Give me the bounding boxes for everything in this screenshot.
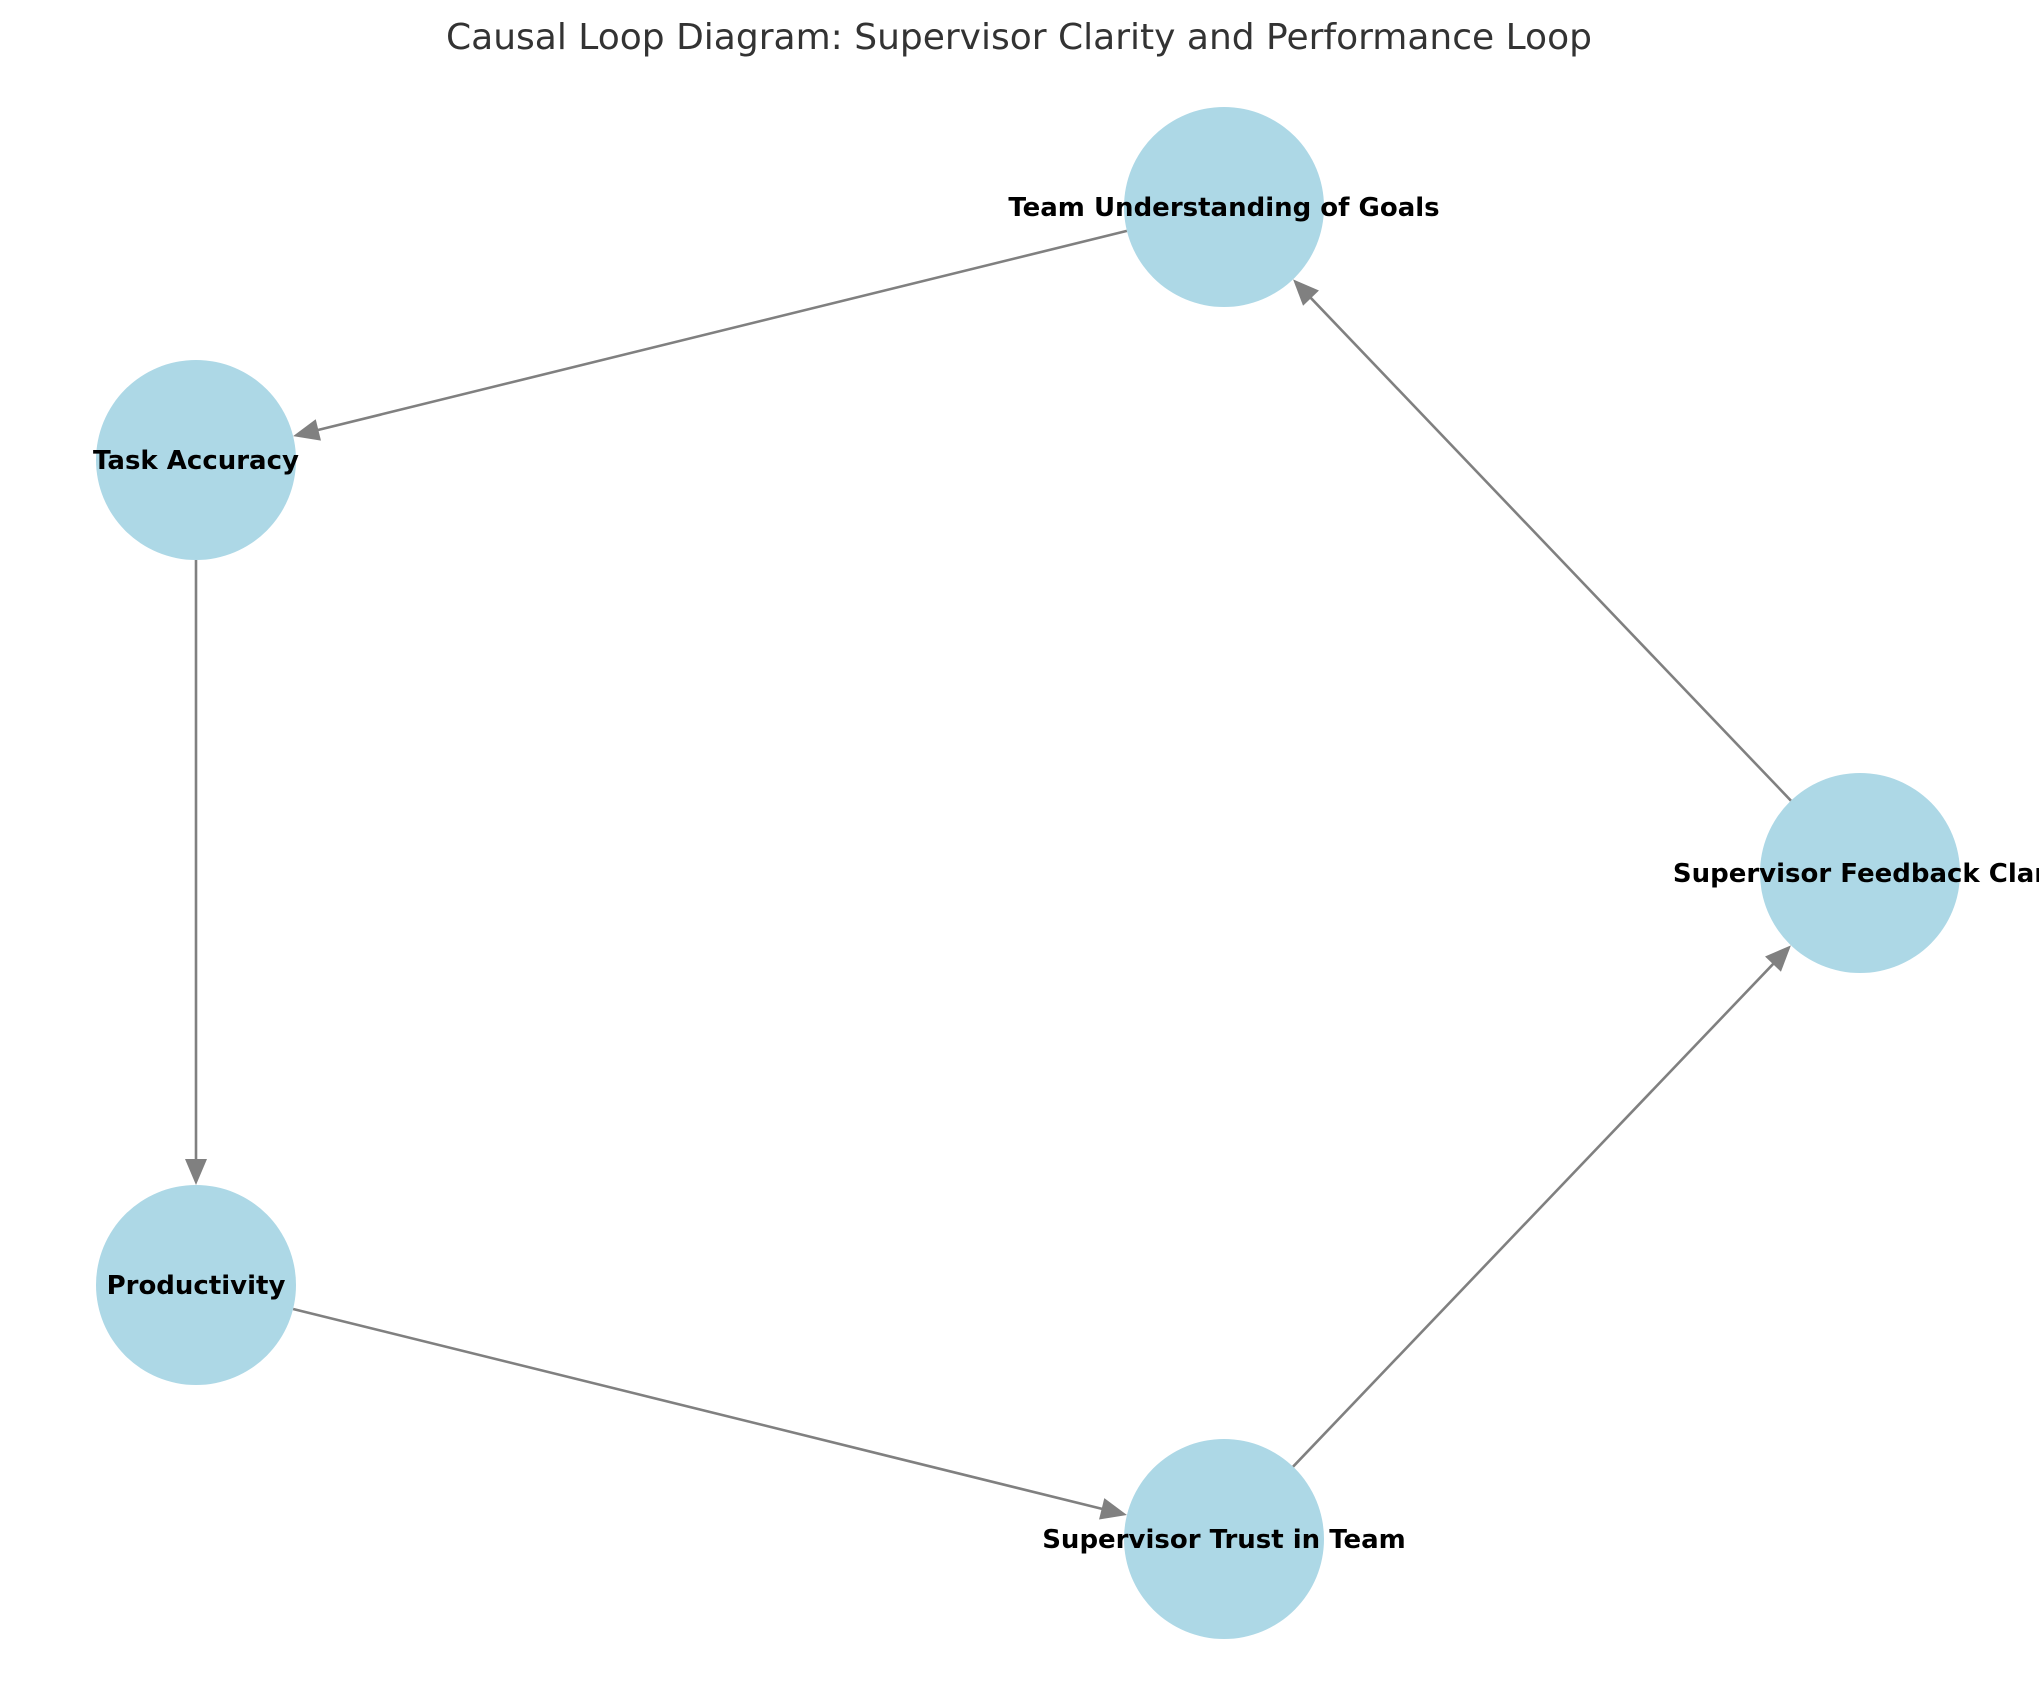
- node-circle: [1124, 107, 1324, 307]
- edge-line: [316, 229, 1128, 432]
- node-label: Supervisor Feedback Clar: [1673, 859, 2039, 889]
- node-supervisor_feedback: Supervisor Feedback Clar: [1673, 773, 2039, 973]
- edge-line: [1292, 961, 1776, 1468]
- edge-line: [1308, 295, 1792, 802]
- node-team_understanding: Team Understanding of Goals: [1008, 107, 1440, 307]
- edge-line: [292, 1307, 1104, 1511]
- edges-layer: [185, 229, 1792, 1520]
- node-circle: [96, 1185, 296, 1385]
- node-label: Supervisor Trust in Team: [1042, 1525, 1406, 1555]
- arrowhead: [185, 1159, 207, 1185]
- edge-task_accuracy-to-productivity: [185, 560, 207, 1185]
- edge-supervisor_feedback-to-team_understanding: [1293, 279, 1792, 802]
- node-circle: [1760, 773, 1960, 973]
- edge-productivity-to-supervisor_trust: [292, 1307, 1127, 1520]
- node-productivity: Productivity: [96, 1185, 296, 1385]
- node-supervisor_trust: Supervisor Trust in Team: [1042, 1439, 1406, 1639]
- edge-team_understanding-to-task_accuracy: [293, 229, 1128, 441]
- node-circle: [1124, 1439, 1324, 1639]
- node-label: Task Accuracy: [93, 446, 299, 476]
- node-label: Team Understanding of Goals: [1008, 193, 1439, 223]
- arrowhead: [1099, 1498, 1127, 1520]
- arrowhead: [1293, 279, 1319, 306]
- edge-supervisor_trust-to-supervisor_feedback: [1292, 945, 1791, 1468]
- node-task_accuracy: Task Accuracy: [93, 360, 299, 560]
- node-circle: [96, 360, 296, 560]
- arrowhead: [293, 419, 321, 441]
- node-label: Productivity: [107, 1271, 286, 1301]
- arrowhead: [1765, 945, 1791, 972]
- diagram-title: Causal Loop Diagram: Supervisor Clarity …: [446, 17, 1592, 58]
